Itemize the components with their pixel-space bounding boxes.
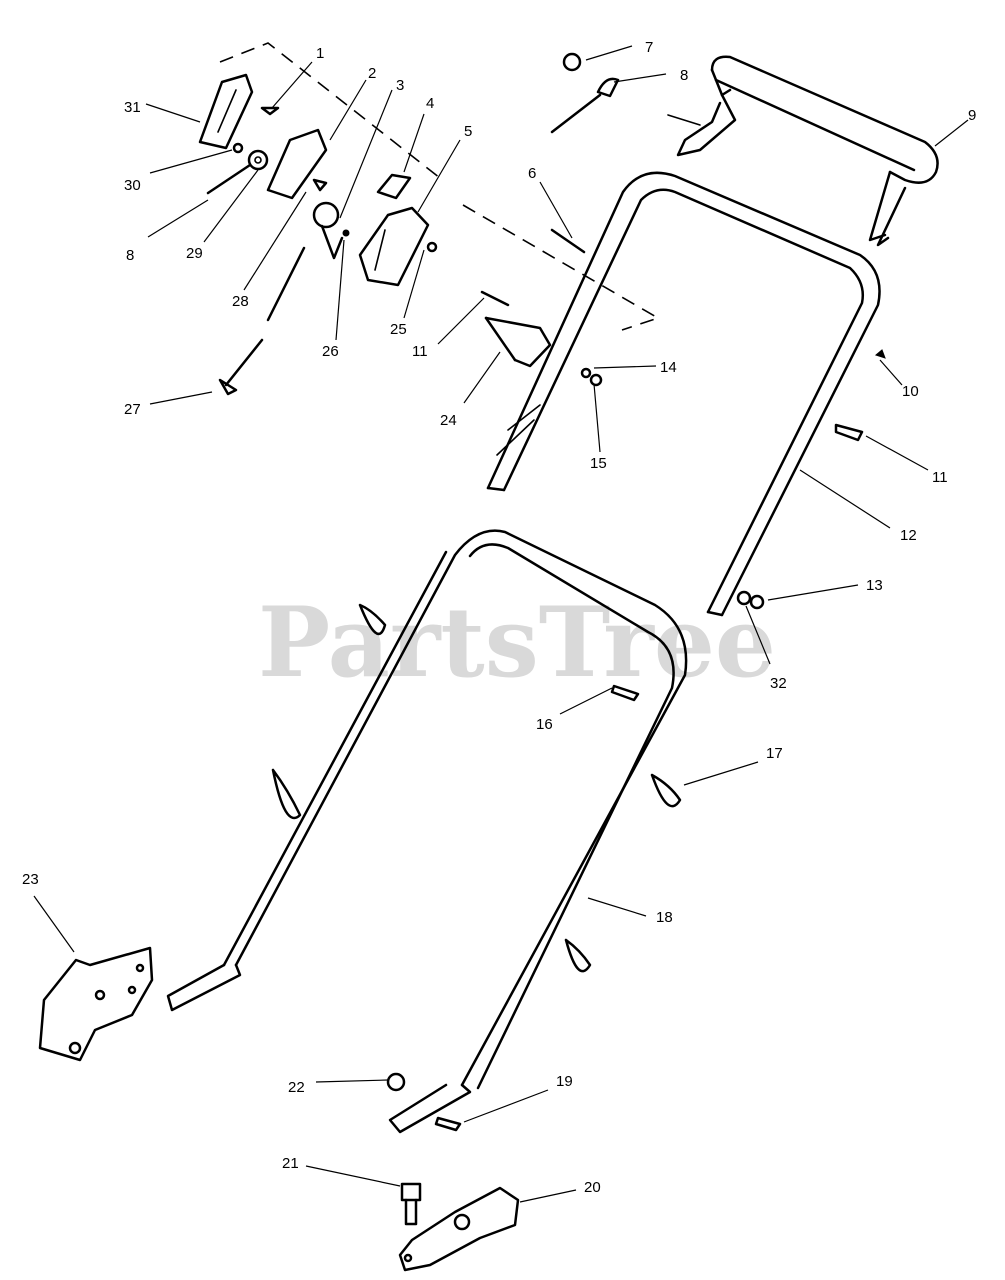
callout-20: 20	[584, 1179, 601, 1196]
assembly-dashed-outline	[219, 42, 660, 331]
callout-4: 4	[426, 95, 434, 112]
callout-25: 25	[390, 321, 407, 338]
callout-19: 19	[556, 1073, 573, 1090]
grip-bar	[667, 55, 939, 247]
lower-handle	[166, 529, 688, 1134]
callout-27: 27	[124, 401, 141, 418]
callout-17: 17	[766, 745, 783, 762]
wheel-bracket	[398, 1186, 520, 1272]
watermark: PartsTree	[258, 586, 776, 699]
callout-21: 21	[282, 1155, 299, 1172]
callout-31: 31	[124, 99, 141, 116]
leader-lines	[33, 45, 969, 1203]
side-plate-left	[38, 946, 154, 1062]
callout-12: 12	[900, 527, 917, 544]
callout-8-top: 8	[680, 67, 688, 84]
callout-6: 6	[528, 165, 536, 182]
callout-14: 14	[660, 359, 677, 376]
callout-23: 23	[22, 871, 39, 888]
callout-29: 29	[186, 245, 203, 262]
callout-8-left: 8	[126, 247, 134, 264]
callout-1: 1	[316, 45, 324, 62]
callout-16: 16	[536, 716, 553, 733]
callout-32: 32	[770, 675, 787, 692]
callout-2: 2	[368, 65, 376, 82]
callout-30: 30	[124, 177, 141, 194]
callout-24: 24	[440, 412, 457, 429]
callout-11-right: 11	[932, 469, 948, 486]
callout-3: 3	[396, 77, 404, 94]
callout-11-left: 11	[412, 343, 428, 360]
callout-26: 26	[322, 343, 339, 360]
callout-28: 28	[232, 293, 249, 310]
control-parts	[198, 52, 886, 1226]
callout-13: 13	[866, 577, 883, 594]
callout-15: 15	[590, 455, 607, 472]
callout-numbers: 1 2 3 4 5 6 7 8 9 10 11 12 13 14 15 11 2…	[22, 39, 976, 1196]
callout-18: 18	[656, 909, 673, 926]
callout-22: 22	[288, 1079, 305, 1096]
callout-9: 9	[968, 107, 976, 124]
callout-10: 10	[902, 383, 919, 400]
callout-7: 7	[645, 39, 653, 56]
callout-5: 5	[464, 123, 472, 140]
upper-handle	[486, 171, 881, 617]
cable-ties	[271, 603, 682, 973]
